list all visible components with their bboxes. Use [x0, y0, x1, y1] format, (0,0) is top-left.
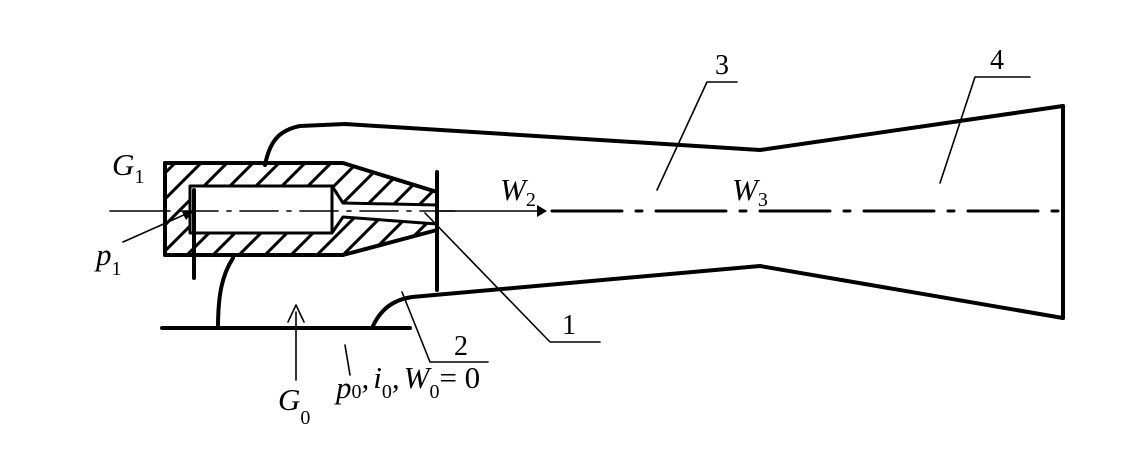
- callout-3-leader: [656, 81, 738, 191]
- nozzle-body: [163, 161, 439, 257]
- w2-arrow-head: [537, 205, 547, 217]
- label-w2: W2: [500, 172, 536, 211]
- p1-leader: [122, 209, 196, 243]
- callout-2-leader: [401, 291, 489, 363]
- ejector-walls: [160, 104, 1065, 330]
- label-w3: W3: [732, 172, 768, 211]
- callout-4: 4: [990, 45, 1004, 76]
- label-ambient: p0,i0,W0= 0: [334, 360, 480, 405]
- callout-1: 1: [562, 310, 576, 341]
- callout-3: 3: [715, 50, 729, 81]
- label-g0: G0: [278, 382, 310, 429]
- ambient-leader: [344, 344, 351, 376]
- g0-inflow-arrow: [287, 304, 305, 381]
- callout-1-leader: [424, 212, 601, 343]
- callout-2: 2: [454, 331, 468, 362]
- label-g1: G1: [112, 147, 144, 188]
- callout-4-leader: [939, 76, 1031, 184]
- center-axis: [109, 205, 1074, 217]
- label-p1: p1: [94, 237, 122, 280]
